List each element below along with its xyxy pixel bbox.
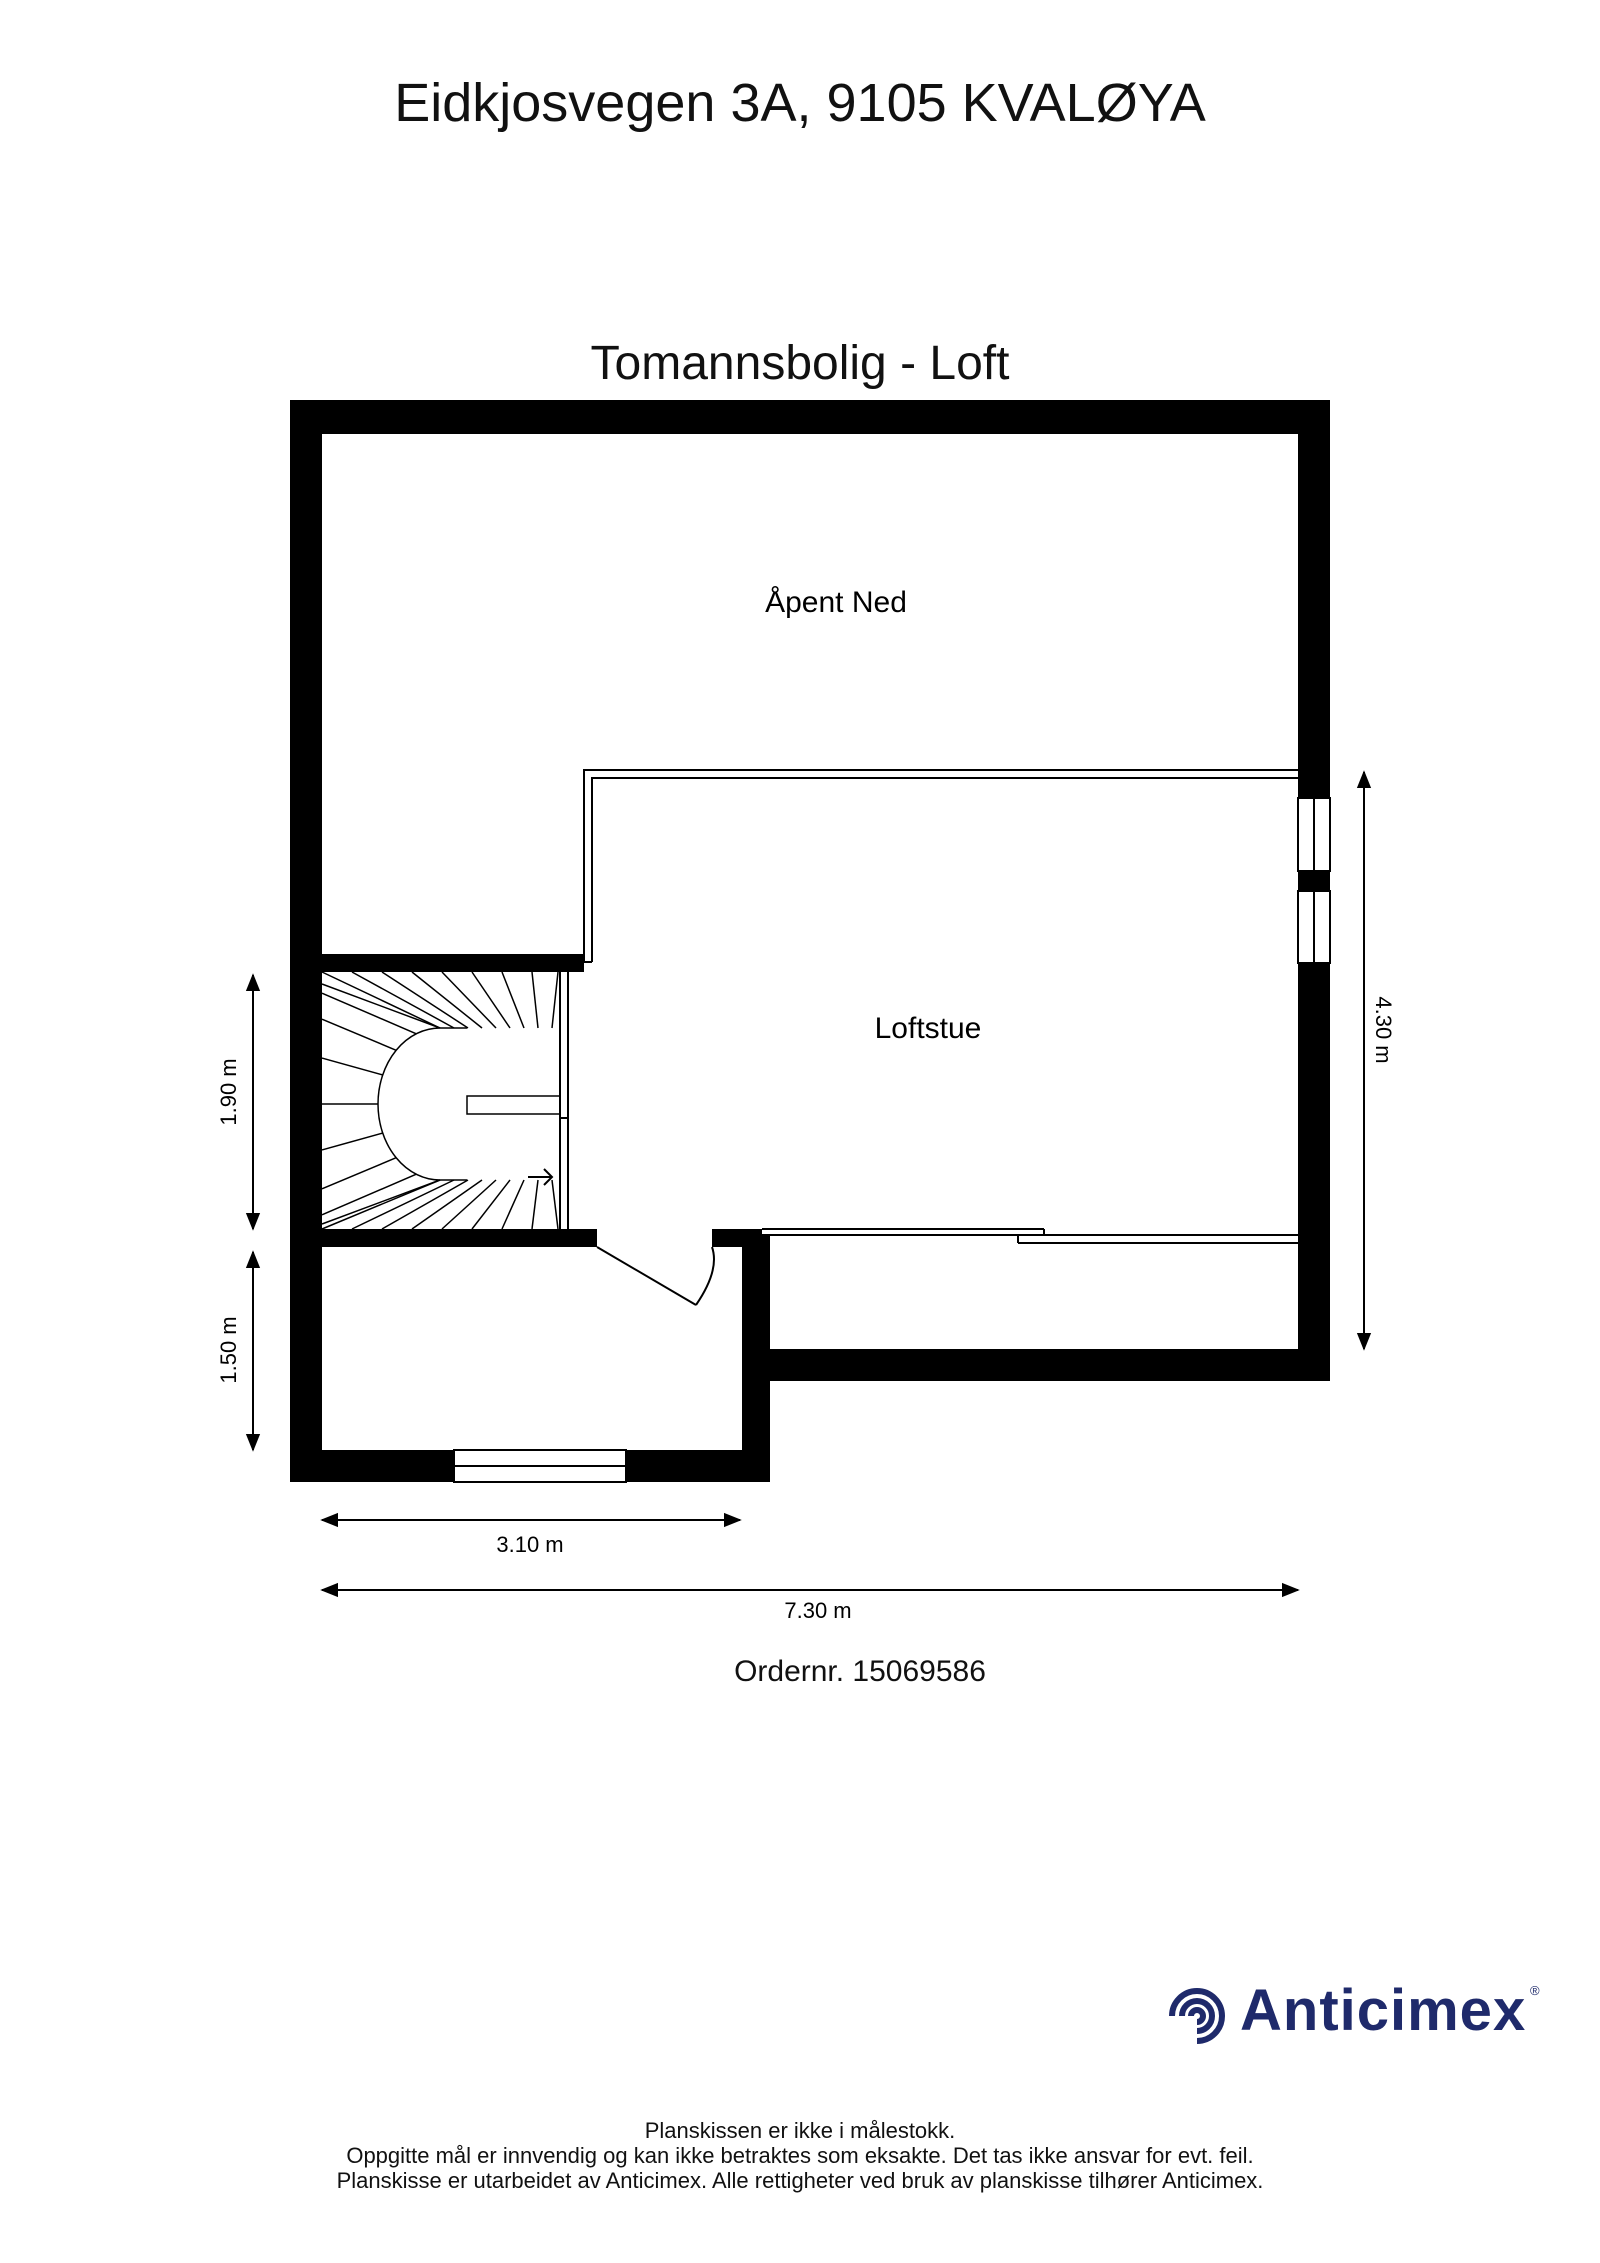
- address-title: Eidkjosvegen 3A, 9105 KVALØYA: [394, 73, 1206, 133]
- anticimex-logo-mark-icon: [1169, 1988, 1225, 2044]
- stair-tread: [411, 1179, 483, 1230]
- wall-right-upper: [1298, 400, 1330, 798]
- stair-tread: [321, 1018, 397, 1051]
- dimension-lines: [245, 770, 1372, 1598]
- anticimex-logo-text: Anticimex: [1240, 1978, 1527, 2043]
- stair-landing: [466, 1095, 561, 1115]
- stair-tread: [441, 971, 497, 1029]
- wall-door-right: [712, 1229, 762, 1247]
- interior-walls: [322, 954, 762, 1247]
- stair-tread: [321, 1157, 397, 1190]
- stair-tread: [411, 971, 483, 1029]
- knee-wall: [762, 1228, 1298, 1244]
- registered-mark: ®: [1530, 1983, 1540, 1998]
- stair-tread: [531, 971, 539, 1029]
- room-label-open-below: Åpent Ned: [765, 586, 907, 619]
- outer-walls: [290, 400, 1330, 1482]
- wall-stair-bottom: [322, 1229, 597, 1247]
- stair-tread: [321, 971, 441, 1029]
- wall-left: [290, 400, 322, 1482]
- stair-tread: [321, 983, 441, 1029]
- stair-tread: [501, 971, 525, 1029]
- order-number: Ordernr. 15069586: [734, 1655, 986, 1688]
- wall-right-lower: [1298, 963, 1330, 1381]
- windows: [453, 797, 1331, 1483]
- wall-stair-top: [322, 954, 584, 972]
- wall-right-mid: [1298, 871, 1330, 891]
- wall-bottom-right: [754, 1349, 1330, 1381]
- door: [596, 1246, 715, 1306]
- wall-bottom-left: [290, 1450, 454, 1482]
- stair-tread: [501, 1179, 525, 1230]
- stair-tread: [551, 1179, 559, 1230]
- dim-label-bottom-short: 3.10 m: [496, 1532, 563, 1557]
- dim-label-left-lower: 1.50 m: [216, 1316, 241, 1383]
- wall-bottom-mid: [626, 1450, 770, 1482]
- stair-tread: [381, 1179, 469, 1230]
- door-swing: [695, 1246, 715, 1306]
- stair-tread: [321, 1057, 383, 1076]
- plan-title: Tomannsbolig - Loft: [590, 337, 1010, 390]
- stair-direction-arrow: [528, 1168, 554, 1186]
- stair-tread: [351, 1179, 455, 1230]
- staircase: [321, 971, 561, 1230]
- stair-tread: [471, 971, 511, 1029]
- stair-tread: [551, 971, 559, 1029]
- stair-edge: [559, 972, 569, 1229]
- door-leaf: [596, 1246, 697, 1306]
- disclaimer-line-3: Planskisse er utarbeidet av Anticimex. A…: [336, 2168, 1264, 2193]
- room-label-loftstue: Loftstue: [875, 1012, 982, 1045]
- dim-label-left-upper: 1.90 m: [216, 1058, 241, 1125]
- stair-tread: [321, 992, 417, 1035]
- stair-tread: [441, 1179, 497, 1230]
- dim-label-bottom-total: 7.30 m: [784, 1598, 851, 1623]
- stair-curve: [377, 1027, 467, 1181]
- stair-tread: [531, 1179, 539, 1230]
- anticimex-logo: Anticimex ®: [1162, 1975, 1542, 2055]
- dim-label-right: 4.30 m: [1371, 996, 1396, 1063]
- railing: [583, 769, 1298, 963]
- disclaimer-line-2: Oppgitte mål er innvendig og kan ikke be…: [346, 2143, 1254, 2168]
- stair-tread: [321, 1132, 383, 1151]
- stair-tread: [381, 971, 469, 1029]
- wall-step: [742, 1236, 770, 1482]
- stair-tread: [471, 1179, 511, 1230]
- stair-tread: [321, 1173, 417, 1216]
- stair-tread: [321, 1179, 441, 1230]
- wall-top: [290, 400, 1330, 434]
- stair-tread: [321, 1179, 441, 1225]
- disclaimer-line-1: Planskissen er ikke i målestokk.: [644, 2118, 956, 2143]
- disclaimer: Planskissen er ikke i målestokk. Oppgitt…: [0, 2118, 1600, 2193]
- stair-tread: [351, 971, 455, 1029]
